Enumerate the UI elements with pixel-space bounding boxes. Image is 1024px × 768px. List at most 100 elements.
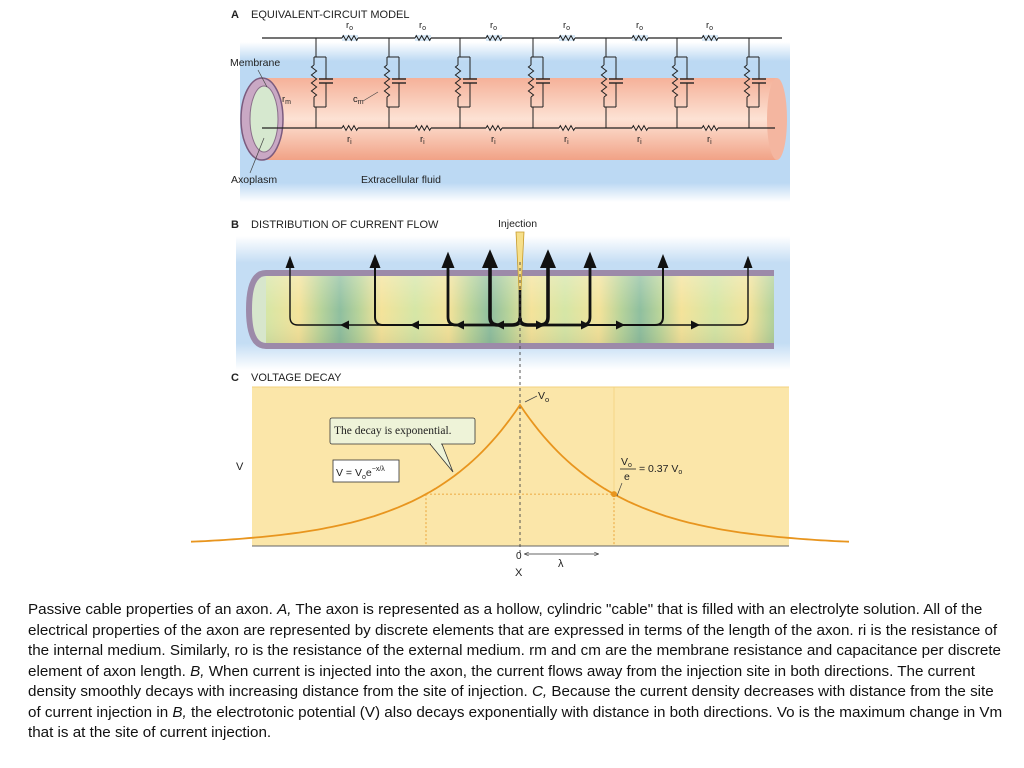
caption-part-2: The axon is represented as a hollow, cyl…: [28, 601, 1002, 680]
caption-ref-b: B,: [190, 662, 205, 680]
caption-part-1: Passive cable properties of an axon.: [28, 601, 278, 618]
caption-part-3: When current is injected into the axon, …: [28, 662, 975, 701]
ro-label: ro: [636, 20, 643, 32]
ro-label: ro: [706, 20, 713, 32]
ri-label: ri: [420, 134, 425, 146]
cm-leader: [362, 91, 379, 102]
ro-label: ro: [419, 20, 426, 32]
ri-resistor: [414, 124, 432, 132]
current-arrowhead: [369, 254, 381, 268]
callout-join: [431, 442, 441, 445]
panel-a-letter: A: [231, 9, 239, 21]
ro-label: ro: [563, 20, 570, 32]
caption-ref-c: C,: [531, 683, 548, 700]
current-arrowhead: [482, 249, 498, 268]
ri-resistor: [485, 124, 503, 132]
callout-text: The decay is exponential.: [334, 425, 452, 437]
formula-text: V = Voe−x/λ: [336, 466, 385, 481]
extracellular-fluid-label: Extracellular fluid: [361, 174, 441, 186]
ratio-numerator: Vo: [621, 456, 632, 469]
vo-leader: [524, 395, 538, 403]
ro-label-base: r: [563, 20, 566, 31]
figure-caption: Passive cable properties of an axon. A, …: [28, 600, 1003, 744]
ro-resistor: [631, 34, 649, 42]
ri-resistor: [341, 124, 359, 132]
ri-label-sub: i: [350, 139, 352, 146]
ro-label: ro: [490, 20, 497, 32]
axial-arrowhead: [495, 320, 504, 330]
x-axis-label: X: [515, 567, 523, 579]
current-arrowhead: [743, 255, 753, 268]
ri-label: ri: [347, 134, 352, 146]
current-flow-arrows: [285, 249, 753, 330]
axoplasm-label: Axoplasm: [231, 174, 277, 186]
ro-resistor: [414, 34, 432, 42]
ri-label-base: r: [491, 134, 494, 145]
rm-label: rm: [282, 94, 291, 106]
ro-label-base: r: [706, 20, 709, 31]
ro-label-sub: o: [566, 25, 570, 32]
ri-label-base: r: [637, 134, 640, 145]
panel-c-title: VOLTAGE DECAY: [251, 372, 342, 384]
axoplasm-face: [249, 85, 279, 153]
ro-resistor: [485, 34, 503, 42]
ratio-leader: [616, 482, 623, 497]
current-arrowhead: [657, 254, 669, 268]
panel-b-letter: B: [231, 219, 239, 231]
ri-label-base: r: [420, 134, 423, 145]
ro-label-sub: o: [639, 25, 643, 32]
rm-resistor: [310, 64, 318, 98]
caption-part-4: Because the current density decreases wi…: [28, 683, 994, 721]
rm-resistor: [743, 64, 751, 98]
ro-label-sub: o: [422, 25, 426, 32]
ro-label-sub: o: [493, 25, 497, 32]
axial-arrowhead: [581, 320, 590, 330]
ratio-rhs: = 0.37 Vo: [639, 463, 682, 476]
decay-curve: [190, 403, 850, 543]
ro-label-sub: o: [709, 25, 713, 32]
axon-far-end: [767, 78, 787, 160]
cm-label: cm: [353, 94, 364, 106]
panel-b-title: DISTRIBUTION OF CURRENT FLOW: [251, 219, 439, 231]
caption-part-5: the electrotonic potential (V) also deca…: [28, 703, 1003, 742]
ri-label-sub: i: [567, 139, 569, 146]
axial-arrowhead: [410, 320, 419, 330]
axial-arrowhead: [536, 320, 545, 330]
ro-label-base: r: [490, 20, 493, 31]
ri-label: ri: [707, 134, 712, 146]
panel-a-title: EQUIVALENT-CIRCUIT MODEL: [251, 9, 410, 21]
panel-c-letter: C: [231, 372, 239, 384]
axial-arrowhead: [455, 320, 464, 330]
membrane-leader: [257, 69, 268, 88]
ri-resistor: [701, 124, 719, 132]
current-arrowhead: [540, 249, 556, 268]
axon-end-face-b: [252, 276, 266, 343]
circuit-elements: [310, 34, 766, 132]
ri-label-sub: i: [494, 139, 496, 146]
ri-label: ri: [637, 134, 642, 146]
current-path: [289, 261, 521, 326]
current-arrowhead: [583, 251, 597, 268]
caption-ref-b2: B,: [172, 703, 187, 721]
rm-resistor: [527, 64, 535, 98]
membrane-label: Membrane: [230, 57, 280, 69]
panel-c: C VOLTAGE DECAY V X 0 λ Vo The decay is …: [190, 262, 850, 579]
ro-resistor: [701, 34, 719, 42]
ri-label-sub: i: [710, 139, 712, 146]
lambda-point: [611, 491, 617, 498]
ri-label-sub: i: [640, 139, 642, 146]
axon-tube: [262, 78, 777, 160]
ro-label-base: r: [346, 20, 349, 31]
axial-arrowhead: [691, 320, 700, 330]
caption-ref-a: A,: [277, 601, 292, 618]
callout-box: [329, 417, 476, 445]
injection-label: Injection: [498, 218, 537, 230]
ro-label-base: r: [636, 20, 639, 31]
ro-label: ro: [346, 20, 353, 32]
ri-label-base: r: [707, 134, 710, 145]
ro-label-sub: o: [349, 25, 353, 32]
panel-b: B DISTRIBUTION OF CURRENT FLOW Injection: [231, 218, 790, 370]
